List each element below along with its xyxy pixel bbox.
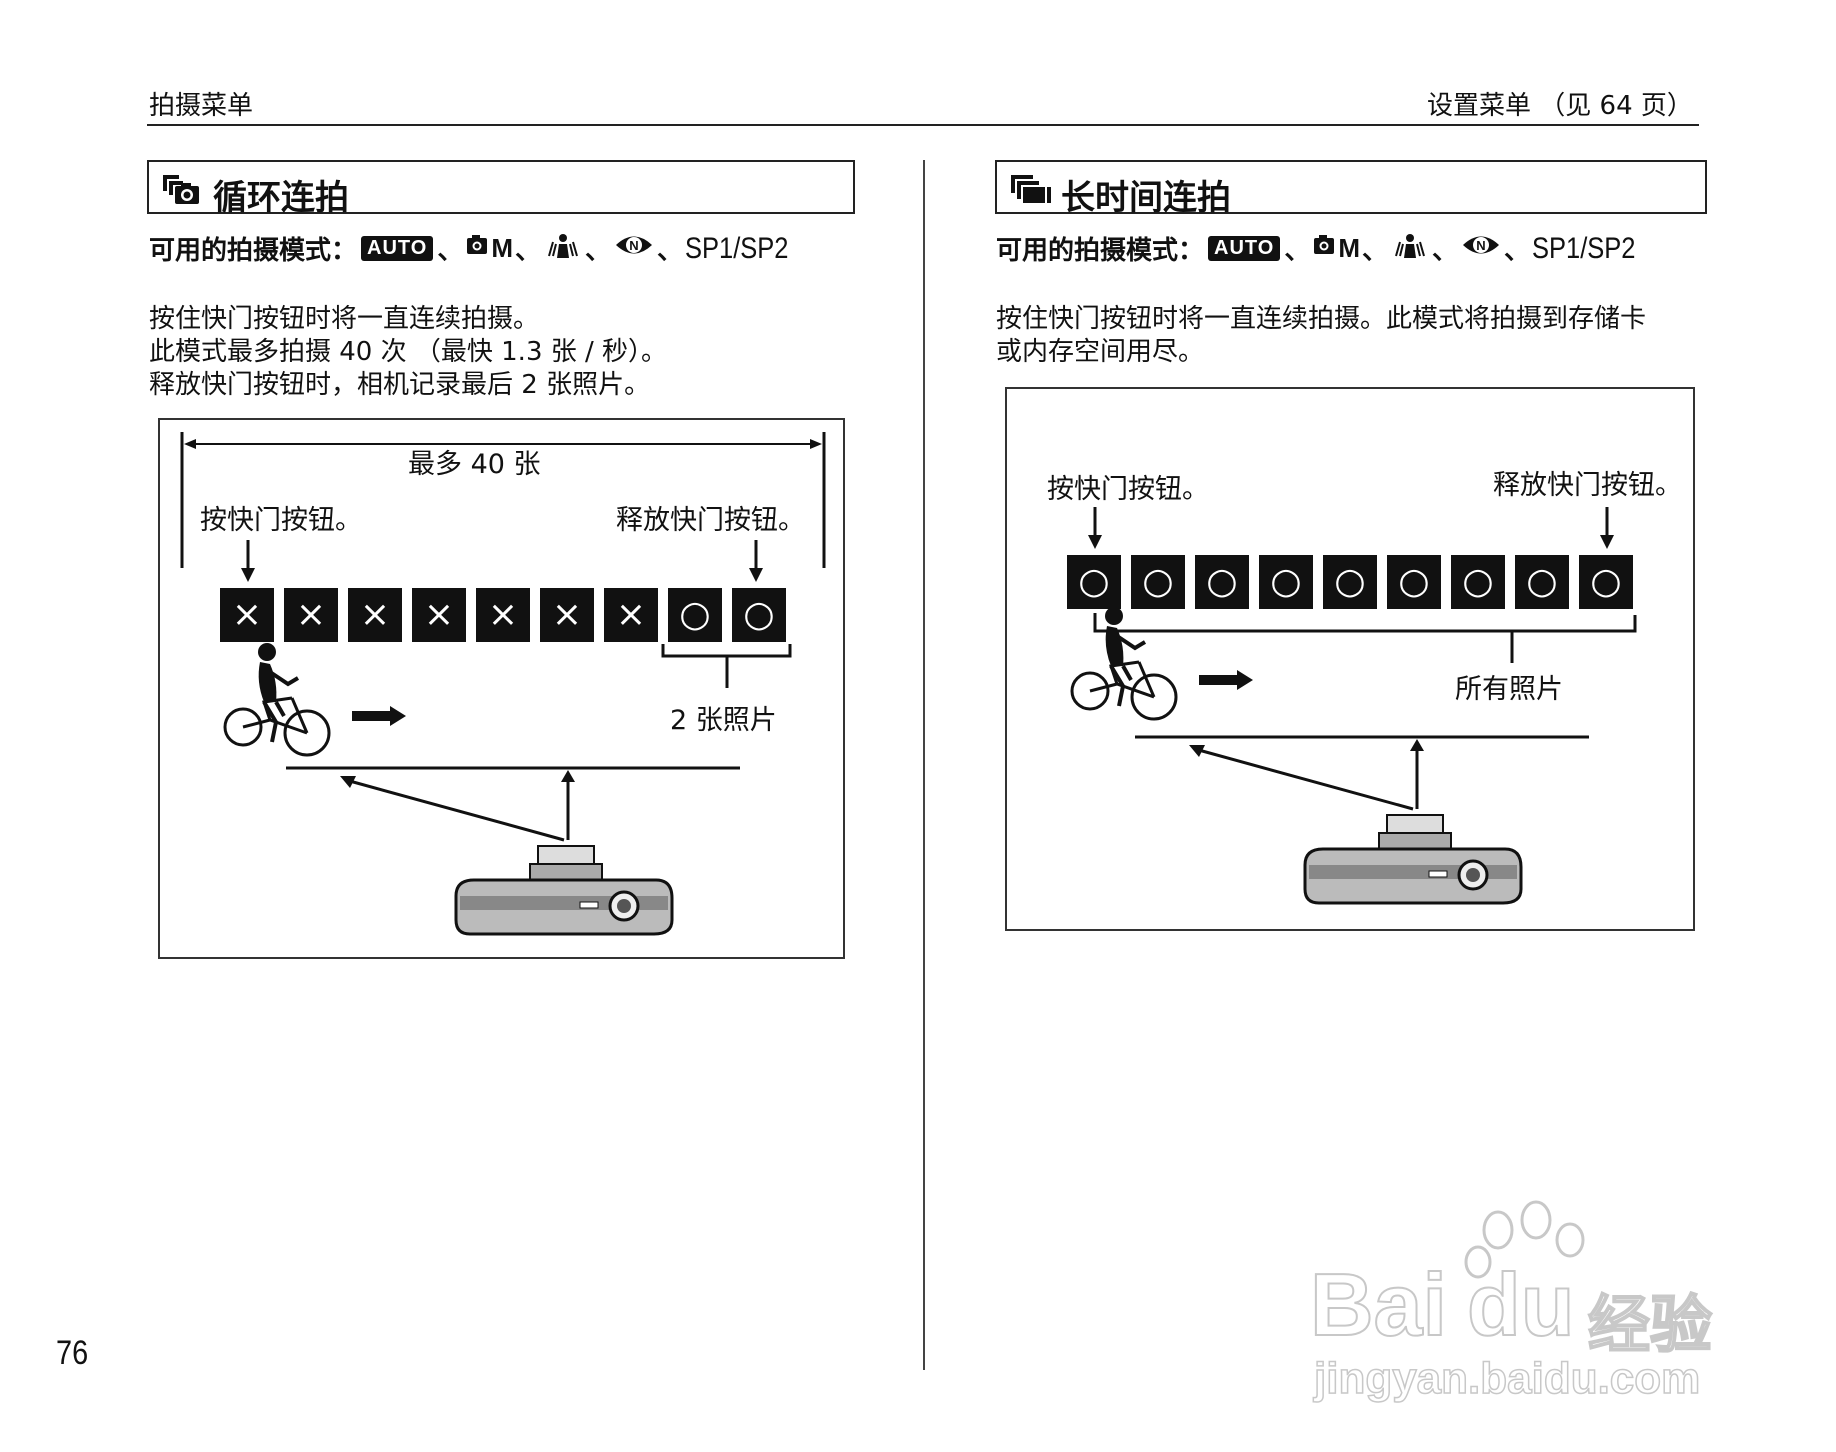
frame-saved: ○ (1451, 555, 1505, 609)
desc-line: 此模式最多拍摄 40 次 （最快 1.3 张 / 秒）。 (149, 337, 668, 367)
separator: 、 (1284, 236, 1311, 266)
frame-saved: ○ (1259, 555, 1313, 609)
svg-text:N: N (1476, 238, 1485, 253)
auto-mode-badge: AUTO (1208, 236, 1281, 261)
max-shots-label: 最多 40 张 (408, 449, 541, 480)
sp-mode-label: SP1/SP2 (685, 231, 789, 265)
desc-line: 按住快门按钮时将一直连续拍摄。此模式将拍摄到存储卡 (996, 304, 1647, 334)
modes-label: 可用的拍摄模式： (996, 236, 1205, 266)
anti-blur-icon (1392, 232, 1428, 265)
frame-saved: ○ (1131, 555, 1185, 609)
modes-label: 可用的拍摄模式： (149, 236, 358, 266)
cyclist-illustration (1070, 607, 1178, 721)
frame-saved: ○ (1323, 555, 1377, 609)
watermark-cn: 经验 (1587, 1287, 1713, 1362)
left-section-title-box: 循环连拍 (147, 160, 855, 218)
frame-saved: ○ (1387, 555, 1441, 609)
desc-line: 释放快门按钮时，相机记录最后 2 张照片。 (149, 370, 651, 400)
header-rule (147, 124, 1699, 126)
page-number: 76 (56, 1334, 89, 1372)
frame-saved: ○ (732, 588, 786, 642)
natural-light-icon: N (615, 232, 653, 265)
desc-line: 或内存空间用尽。 (996, 337, 1205, 367)
saved-photos-label: 2 张照片 (670, 705, 777, 736)
press-shutter-label: 按快门按钮。 (1047, 474, 1209, 505)
natural-light-icon: N (1462, 232, 1500, 265)
right-description: 按住快门按钮时将一直连续拍摄。此模式将拍摄到存储卡 或内存空间用尽。 (996, 303, 1646, 369)
right-diagram: 按快门按钮。 释放快门按钮。 ○ ○ ○ ○ ○ ○ ○ ○ ○ 所有照片 (1005, 387, 1695, 931)
frame-discarded: × (604, 588, 658, 642)
camera-m-icon (467, 233, 497, 264)
separator: 、 (657, 236, 684, 266)
separator: 、 (1432, 236, 1459, 266)
right-section-title: 长时间连拍 (1061, 178, 1231, 218)
frame-discarded: × (220, 588, 274, 642)
left-diagram-lines (180, 432, 826, 936)
frame-discarded: × (412, 588, 466, 642)
frame-saved: ○ (1515, 555, 1569, 609)
release-shutter-label: 释放快门按钮。 (1493, 470, 1682, 501)
separator: 、 (585, 236, 612, 266)
right-diagram-lines (1070, 507, 1637, 905)
watermark-url: jingyan.baidu.com (1313, 1353, 1701, 1404)
release-shutter-label: 释放快门按钮。 (616, 505, 805, 536)
press-shutter-label: 按快门按钮。 (200, 505, 362, 536)
right-available-modes: 可用的拍摄模式： AUTO 、 M 、 、 N 、 SP1/SP2 (996, 230, 1654, 267)
m-mode-letter: M (1338, 233, 1361, 263)
header-cross-reference: 设置菜单 （见 64 页） (1427, 91, 1693, 121)
sp-mode-label: SP1/SP2 (1532, 231, 1636, 265)
long-burst-icon (1011, 175, 1051, 203)
cyclist-illustration (223, 643, 331, 757)
anti-blur-icon (545, 232, 581, 265)
m-mode-letter: M (491, 233, 514, 263)
right-section-title-box: 长时间连拍 (995, 160, 1707, 218)
desc-line: 按住快门按钮时将一直连续拍摄。 (149, 304, 540, 334)
paw-logo-icon (1464, 1200, 1585, 1279)
left-description: 按住快门按钮时将一直连续拍摄。 此模式最多拍摄 40 次 （最快 1.3 张 /… (149, 303, 667, 402)
all-photos-label: 所有照片 (1455, 674, 1563, 705)
loop-burst-icon (163, 175, 199, 204)
frame-discarded: × (540, 588, 594, 642)
frame-saved: ○ (1579, 555, 1633, 609)
separator: 、 (437, 236, 464, 266)
frame-saved: ○ (1195, 555, 1249, 609)
auto-mode-badge: AUTO (361, 236, 434, 261)
camera-m-icon (1314, 233, 1344, 264)
frame-saved: ○ (668, 588, 722, 642)
svg-text:N: N (629, 238, 638, 253)
separator: 、 (1362, 236, 1389, 266)
frame-saved: ○ (1067, 555, 1121, 609)
camera-illustration (1303, 814, 1523, 905)
left-available-modes: 可用的拍摄模式： AUTO 、 M 、 、 N 、 SP1/SP2 (149, 230, 807, 267)
frame-discarded: × (476, 588, 530, 642)
separator: 、 (515, 236, 542, 266)
frame-discarded: × (348, 588, 402, 642)
frame-discarded: × (284, 588, 338, 642)
left-section-title: 循环连拍 (213, 178, 349, 218)
separator: 、 (1504, 236, 1531, 266)
left-diagram: 最多 40 张 按快门按钮。 释放快门按钮。 × × × × × × × ○ ○… (158, 418, 845, 959)
camera-illustration (454, 845, 674, 936)
header-section-title: 拍摄菜单 (149, 91, 254, 121)
column-divider (923, 160, 925, 1370)
